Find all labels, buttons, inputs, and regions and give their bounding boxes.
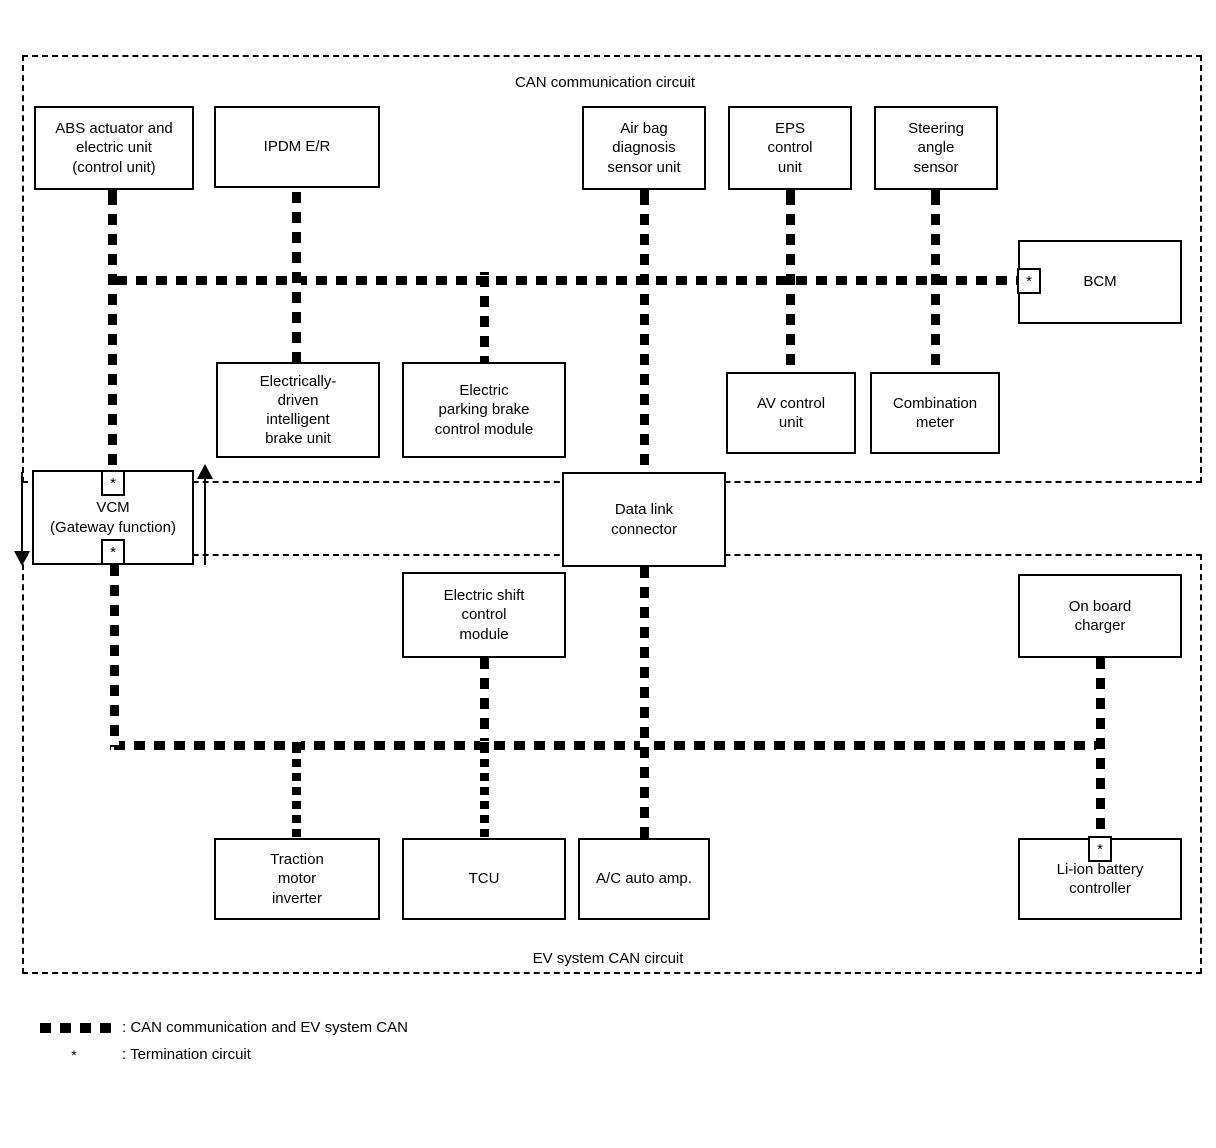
node-line: AV control (756, 394, 826, 412)
node-line: (Gateway function) (50, 518, 176, 536)
termination-star-icon: * (71, 1046, 77, 1063)
can-branch-ipdm-er (292, 188, 301, 364)
node-line: TCU (468, 870, 500, 888)
can-branch-air-bag (640, 190, 649, 474)
node-line: driven (277, 391, 319, 409)
can-branch-eps-control (786, 190, 795, 374)
node-av-control-unit[interactable]: AV control unit (726, 372, 856, 454)
node-electric-shift-control-module[interactable]: Electric shift control module (402, 572, 566, 658)
termination-marker-li-ion-battery-controller: * (1088, 836, 1112, 862)
termination-marker-vcm-upper: * (101, 470, 125, 496)
node-line: Li-ion battery (1056, 860, 1144, 878)
node-line: sensor unit (607, 158, 681, 176)
node-traction-motor-inverter[interactable]: Traction motor inverter (214, 838, 380, 920)
node-line: Air bag (620, 120, 668, 138)
node-line: inverter (271, 889, 322, 907)
can-bus-main-upper (112, 276, 1018, 285)
node-line: module (459, 625, 509, 643)
zone-ev-label: EV system CAN circuit (532, 950, 684, 967)
node-line: unit (777, 158, 803, 176)
node-line: Electrically- (259, 372, 337, 390)
node-line: Steering (908, 120, 964, 138)
node-line: unit (778, 414, 804, 431)
node-line: diagnosis (612, 139, 676, 157)
node-line: control module (434, 420, 534, 438)
termination-marker-bcm: * (1017, 268, 1041, 294)
node-line: sensor (913, 158, 959, 176)
node-line: control (461, 606, 507, 624)
ev-branch-shift-control (480, 654, 489, 748)
node-steering-angle-sensor[interactable]: Steering angle sensor (874, 106, 998, 190)
node-line: intelligent (266, 411, 330, 428)
ev-bus-main-lower (110, 741, 1104, 750)
gateway-arrow-down-icon (14, 551, 30, 566)
node-ipdm-er[interactable]: IPDM E/R (214, 106, 380, 188)
node-line: connector (611, 520, 677, 538)
node-line: VCM (96, 499, 130, 517)
node-line: ABS actuator and (55, 120, 173, 138)
node-line: motor (277, 870, 317, 888)
node-electrically-driven-intelligent-brake-unit[interactable]: Electrically- driven intelligent brake u… (216, 362, 380, 458)
node-line: A/C auto amp. (596, 870, 692, 888)
node-line: On board (1068, 597, 1132, 615)
node-line: BCM (1083, 273, 1117, 291)
node-air-bag-diagnosis-sensor-unit[interactable]: Air bag diagnosis sensor unit (582, 106, 706, 190)
node-bcm[interactable]: BCM (1018, 240, 1182, 324)
legend-row-termination: * : Termination circuit (36, 1046, 251, 1063)
can-branch-abs-actuator (108, 190, 117, 480)
node-line: (control unit) (72, 158, 156, 176)
ev-branch-data-link (640, 563, 649, 842)
node-tcu[interactable]: TCU (402, 838, 566, 920)
node-combination-meter[interactable]: Combination meter (870, 372, 1000, 454)
can-branch-parking-brake (480, 272, 489, 364)
node-line: meter (915, 414, 955, 431)
ev-branch-vcm (110, 561, 119, 747)
node-line: Combination (892, 394, 978, 412)
can-bus-dash-swatch-icon (36, 1022, 112, 1033)
legend-can-bus-text: : CAN communication and EV system CAN (122, 1019, 408, 1036)
zone-can-label: CAN communication circuit (514, 74, 696, 91)
ev-branch-tcu (480, 741, 489, 842)
gateway-arrow-right-shaft (204, 478, 206, 565)
node-line: angle (917, 139, 955, 157)
legend-termination-text: : Termination circuit (122, 1046, 251, 1063)
gateway-arrow-left-shaft (21, 472, 23, 558)
node-line: EPS (774, 120, 805, 138)
node-line: Electric (459, 382, 509, 400)
node-line: control (767, 139, 813, 157)
can-branch-steering-angle (931, 190, 940, 374)
gateway-arrow-up-icon (197, 464, 213, 479)
node-electric-parking-brake-control-module[interactable]: Electric parking brake control module (402, 362, 566, 458)
node-line: controller (1069, 880, 1131, 897)
node-line: IPDM E/R (263, 138, 331, 156)
node-line: Electric shift (443, 587, 525, 605)
node-line: Data link (614, 501, 674, 519)
node-line: electric unit (76, 139, 152, 157)
termination-marker-vcm-lower: * (101, 539, 125, 565)
node-data-link-connector[interactable]: Data link connector (562, 472, 726, 567)
ev-branch-traction-inverter (292, 741, 301, 842)
ev-branch-on-board-charger (1096, 654, 1105, 846)
node-line: charger (1074, 617, 1126, 634)
node-line: Traction (270, 851, 324, 869)
legend-row-can-bus: : CAN communication and EV system CAN (36, 1019, 408, 1036)
node-line: parking brake (438, 401, 530, 419)
node-line: brake unit (265, 430, 331, 448)
node-ac-auto-amp[interactable]: A/C auto amp. (578, 838, 710, 920)
node-abs-actuator-and-electric-unit[interactable]: ABS actuator and electric unit (control … (34, 106, 194, 190)
node-on-board-charger[interactable]: On board charger (1018, 574, 1182, 658)
node-eps-control-unit[interactable]: EPS control unit (728, 106, 852, 190)
